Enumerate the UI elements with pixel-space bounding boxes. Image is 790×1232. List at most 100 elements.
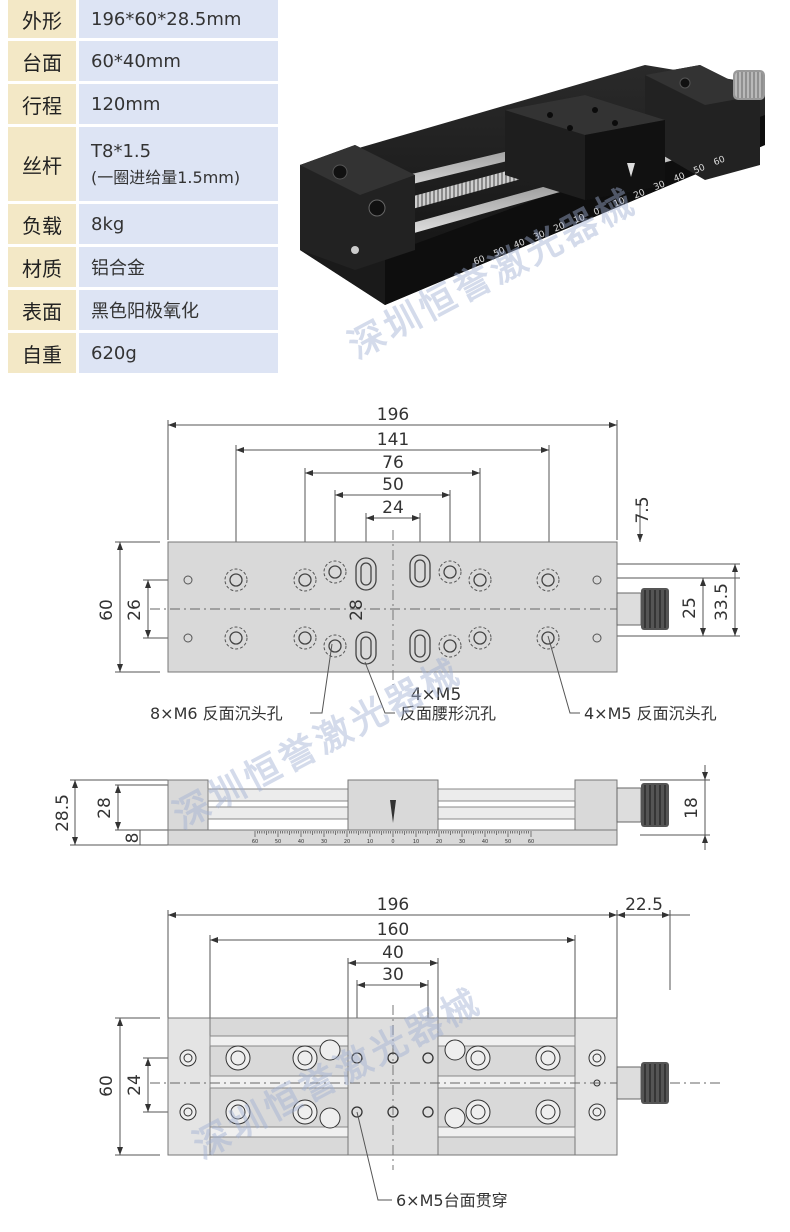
hole-icon (229, 631, 243, 645)
scale-label: 0 (391, 839, 394, 845)
dim-60: 60 (97, 1075, 117, 1097)
scale-label: 10 (367, 839, 373, 845)
spec-key: 负载 (8, 204, 76, 244)
spec-key: 材质 (8, 247, 76, 287)
pointer-icon (390, 800, 396, 823)
right-end-block (574, 779, 618, 831)
spec-value: 铝合金 (79, 247, 278, 287)
dim-141: 141 (377, 430, 409, 450)
scale-label: 60 (528, 839, 534, 845)
spec-value-text: T8*1.5 (91, 140, 152, 162)
dim-76: 76 (382, 453, 404, 473)
spec-row: 台面 60*40mm (8, 41, 278, 81)
dim-22-5: 22.5 (625, 895, 663, 915)
carriage-hole-icon (547, 112, 553, 118)
spec-key: 台面 (8, 41, 76, 81)
spec-value: 120mm (79, 84, 278, 124)
right-end-block (574, 1017, 618, 1156)
spec-key: 行程 (8, 84, 76, 124)
counterbore-icon (465, 1045, 491, 1071)
spec-row: 行程 120mm (8, 84, 278, 124)
spec-value-text: 120mm (91, 93, 161, 115)
hole-icon (473, 631, 487, 645)
end-hole-icon (588, 1103, 606, 1121)
dim-196: 196 (377, 895, 409, 915)
dim-28: 28 (347, 599, 367, 621)
end-hole-inner-icon (183, 1107, 193, 1117)
hole-icon (541, 573, 555, 587)
pointer-icon (627, 163, 635, 177)
screw-icon (351, 246, 359, 254)
countersunk-hole-icon (468, 568, 492, 592)
carriage-front (585, 120, 665, 200)
hole-icon (328, 565, 342, 579)
product-scale-label: 40 (672, 171, 687, 185)
spec-value: 8kg (79, 204, 278, 244)
counterbore-icon (292, 1045, 318, 1071)
end-hole-icon (179, 1103, 197, 1121)
spec-value-text: 黑色阳极氧化 (91, 301, 199, 322)
product-scale-label: 60 (472, 254, 487, 268)
scale-label: 40 (482, 839, 488, 845)
end-hole-inner-icon (592, 1053, 602, 1063)
spec-value: T8*1.5 (一圈进给量1.5mm) (79, 127, 278, 201)
callout-m5-right: 4×M5 反面沉头孔 (584, 704, 717, 723)
scale-label: 20 (436, 839, 442, 845)
callout-slot: 反面腰形沉孔 (400, 704, 496, 723)
callout-m6: 8×M6 反面沉头孔 (150, 704, 283, 723)
product-scale-label: 30 (532, 229, 547, 243)
countersunk-hole-icon (536, 568, 560, 592)
spec-value-text: 196*60*28.5mm (91, 8, 242, 30)
counterbore-icon (225, 1099, 251, 1125)
scale-label: 50 (275, 839, 281, 845)
left-end-block (167, 1017, 211, 1156)
dim-7-5: 7.5 (633, 496, 653, 523)
spec-value-text: 60*40mm (91, 50, 181, 72)
scale-label: 10 (413, 839, 419, 845)
spec-row: 表面黑色阳极氧化 (8, 290, 278, 330)
dim-40: 40 (382, 943, 404, 963)
counterbore-inner-icon (470, 1104, 486, 1120)
dim-25: 25 (680, 597, 700, 619)
scale-label: 40 (298, 839, 304, 845)
hole-icon (328, 639, 342, 653)
spec-value: 196*60*28.5mm (79, 0, 278, 38)
spec-key: 自重 (8, 333, 76, 373)
dim-26: 26 (125, 599, 145, 621)
counterbore-inner-icon (297, 1104, 313, 1120)
counterbore-icon (535, 1099, 561, 1125)
countersunk-holes (224, 560, 560, 658)
product-scale-label: 20 (552, 221, 567, 235)
end-hole-inner-icon (183, 1053, 193, 1063)
spec-value: 黑色阳极氧化 (79, 290, 278, 330)
callout-m5-top: 4×M5 (411, 685, 462, 705)
spec-value: 60*40mm (79, 41, 278, 81)
dim-196: 196 (377, 405, 409, 425)
hole-icon (541, 631, 555, 645)
countersunk-hole-icon (438, 634, 462, 658)
bottom-holes (179, 1039, 606, 1129)
dim-60: 60 (97, 599, 117, 621)
dim-28: 28 (95, 797, 115, 819)
spec-value-sub: (一圈进给量1.5mm) (91, 167, 241, 187)
carriage-hole-icon (612, 120, 618, 126)
countersunk-hole-icon (224, 568, 248, 592)
hole-icon (298, 573, 312, 587)
relief-hole-icon (319, 1107, 341, 1129)
callout-m5-through: 6×M5台面贯穿 (396, 1191, 508, 1210)
dim-30: 30 (382, 965, 404, 985)
dim-50: 50 (382, 475, 404, 495)
spec-value: 620g (79, 333, 278, 373)
product-scale-label: 50 (492, 246, 507, 260)
carriage-hole-icon (592, 107, 598, 113)
counterbore-icon (225, 1045, 251, 1071)
counterbore-icon (465, 1099, 491, 1125)
relief-hole-icon (444, 1107, 466, 1129)
countersunk-hole-icon (468, 626, 492, 650)
